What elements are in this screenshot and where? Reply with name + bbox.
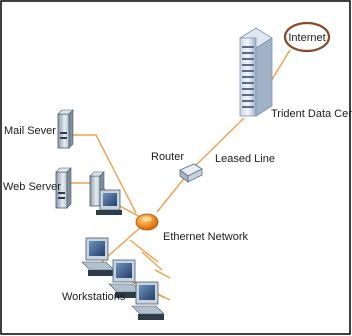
workstation-icon bbox=[81, 237, 115, 276]
internet-node: Internet bbox=[283, 21, 331, 53]
ethernet-network-label: Ethernet Network bbox=[163, 231, 248, 243]
workstation-icon bbox=[131, 281, 165, 320]
data-center-server-rack-icon bbox=[239, 27, 273, 117]
ethernet-hub-icon bbox=[135, 213, 159, 231]
router-icon bbox=[179, 163, 203, 183]
workstation-icon bbox=[108, 259, 142, 298]
mail-server-label: Mail Sever bbox=[4, 125, 56, 137]
mail-server-icon bbox=[57, 109, 74, 149]
internet-label: Internet bbox=[288, 32, 325, 44]
leased-line-label: Leased Line bbox=[215, 153, 275, 165]
web-server-label: Web Server bbox=[3, 181, 61, 193]
workstations-label: Workstations bbox=[62, 291, 126, 303]
workstation-icon bbox=[89, 171, 122, 215]
router-label: Router bbox=[151, 151, 184, 163]
data-center-label: Trident Data Center bbox=[271, 108, 352, 120]
web-server-icon bbox=[55, 167, 72, 209]
